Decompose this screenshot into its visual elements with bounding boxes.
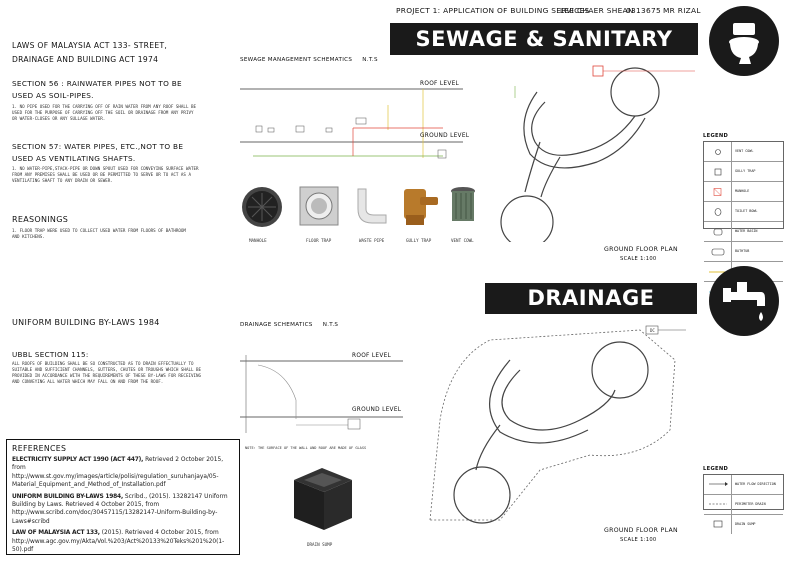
references-box: REFERENCES ELECTRICITY SUPPLY ACT 1990 (… [6, 439, 240, 555]
drain-sump-symbol [704, 515, 732, 534]
toilet-bowl-symbol [704, 202, 732, 221]
drainage-banner: DRAINAGE SYSTEM [485, 283, 697, 341]
header-lecturer: MR RIZAL [663, 6, 701, 15]
drain-chamber-label: DC [650, 328, 655, 333]
drainage-legend: WATER FLOW DIRECTION PERIMETER DRAIN DRA… [703, 474, 784, 534]
sewage-floor-plan [500, 65, 695, 242]
sewage-sec57-title: SECTION 57: WATER PIPES, ETC.,NOT TO BE … [12, 142, 184, 163]
component-label-gully-trap: GULLY TRAP [406, 238, 432, 243]
sewage-roof-level: ROOF LEVEL [420, 81, 460, 87]
legend-row-water-flow: WATER FLOW DIRECTION [704, 475, 783, 495]
faucet-icon [709, 266, 779, 336]
drainage-ubbl-title: UNIFORM BUILDING BY-LAWS 1984 [12, 318, 160, 327]
drain-sump-icon [286, 460, 360, 534]
reference-item-text: (2015). Retrieved 4 October 2015, from h… [12, 530, 225, 554]
drainage-legend-title: LEGEND [703, 466, 729, 472]
waste-pipe-icon [350, 185, 392, 229]
component-label-waste-pipe: WASTE PIPE [359, 238, 385, 243]
legend-row-gully-trap: GULLY TRAP [704, 162, 783, 182]
component-label-manhole: MANHOLE [249, 238, 267, 243]
sewage-plan-scale: SCALE 1:100 [620, 256, 657, 262]
header-project: PROJECT 1: APPLICATION OF BUILDING SERVI… [396, 6, 590, 15]
sewage-legend: VENT COWL GULLY TRAP MANHOLE TOILET BOWL… [703, 141, 784, 301]
vent-cowl-icon [448, 185, 478, 231]
legend-label: WATER BASIN [735, 228, 758, 233]
legend-label: BATHTUB [735, 248, 750, 253]
legend-label: TOILET BOWL [735, 208, 758, 213]
sewage-schematic-diagram [240, 88, 463, 159]
legend-row-perimeter-drain: PERIMETER DRAIN [704, 495, 783, 515]
legend-row-toilet-bowl: TOILET BOWL [704, 202, 783, 222]
reference-item: UNIFORM BUILDING BY-LAWS 1984, Scribd., … [12, 493, 234, 527]
drainage-schematic-title: DRAINAGE SCHEMATICS N.T.S [240, 322, 338, 328]
gully-trap-icon [398, 185, 444, 231]
sewage-reasonings-text: 1. FLOOR TRAP WERE USED TO COLLECT USED … [12, 228, 186, 239]
legend-label: VENT COWL [735, 148, 754, 153]
legend-row-manhole: MANHOLE [704, 182, 783, 202]
reference-item-text: Retrieved 2 October 2015, from http://ww… [12, 457, 224, 489]
sewage-schematic-scale: N.T.S [362, 57, 378, 63]
sewage-legend-title: LEGEND [703, 133, 729, 139]
reference-item-title: UNIFORM BUILDING BY-LAWS 1984, [12, 493, 123, 500]
sewage-ground-level: GROUND LEVEL [420, 133, 470, 139]
bathtub-symbol [704, 242, 732, 261]
gully-trap-symbol [704, 162, 732, 181]
drainage-ground-level: GROUND LEVEL [352, 407, 402, 413]
drainage-schematic-scale: N.T.S [322, 322, 339, 328]
floor-trap-icon [298, 185, 340, 227]
sewage-sec56-title: SECTION 56 : RAINWATER PIPES NOT TO BE U… [12, 79, 182, 100]
header-student-name: LEE CHAER SHEAN [560, 6, 634, 15]
sewage-schematic-title-text: SEWAGE MANAGEMENT SCHEMATICS [240, 57, 353, 63]
header-project-title: PROJECT 1: APPLICATION OF BUILDING SERVI… [396, 6, 590, 15]
drainage-sec115-text: ALL ROOFS OF BUILDING SHALL BE SO CONSTR… [12, 361, 202, 384]
vent-cowl-symbol [704, 142, 732, 161]
sewage-schematic-title: SEWAGE MANAGEMENT SCHEMATICS N.T.S [240, 57, 378, 63]
header-student-id: 0313675 [626, 6, 662, 15]
drainage-floor-plan [429, 325, 686, 524]
sewage-sec57-text: 1. NO WATER-PIPE,STACK-PIPE OR DOWN SPOU… [12, 166, 199, 183]
sewage-sec56-text: 1. NO PIPE USED FOR THE CARRYING OFF OF … [12, 104, 197, 121]
legend-label: DRAIN SUMP [735, 521, 756, 526]
reference-item: ELECTRICITY SUPPLY ACT 1990 (ACT 447), R… [12, 456, 234, 490]
legend-row-drain-sump: DRAIN SUMP [704, 515, 783, 534]
drainage-schematic-diagram [240, 355, 403, 433]
water-flow-symbol [704, 475, 732, 494]
reference-item-text: Scribd., (2015). 13282147 Uniform Buildi… [12, 493, 228, 525]
water-basin-symbol [704, 222, 732, 241]
reference-item-title: LAW OF MALAYSIA ACT 133, [12, 530, 100, 537]
toilet-icon [709, 6, 779, 76]
legend-label: MANHOLE [735, 188, 750, 193]
drainage-schematic-title-text: DRAINAGE SCHEMATICS [240, 322, 313, 328]
drainage-sec115-title: UBBL SECTION 115: [12, 350, 89, 359]
sewage-plan-title: GROUND FLOOR PLAN [604, 246, 678, 253]
sewage-reasonings-title: REASONINGS [12, 215, 69, 224]
manhole-symbol [704, 182, 732, 201]
perimeter-drain-symbol [704, 495, 732, 514]
references-title: REFERENCES [12, 444, 67, 453]
drainage-plan-title: GROUND FLOOR PLAN [604, 527, 678, 534]
drainage-note: NOTE: THE SURFACE OF THE WALL AND ROOF A… [245, 446, 367, 450]
sewage-law-title: LAWS OF MALAYSIA ACT 133- STREET, DRAINA… [12, 41, 168, 64]
component-label-floor-trap: FLOOR TRAP [306, 238, 332, 243]
sewage-banner: SEWAGE & SANITARY SYSTEM [390, 23, 698, 83]
reference-item: LAW OF MALAYSIA ACT 133, (2015). Retriev… [12, 529, 234, 554]
drainage-plan-scale: SCALE 1:100 [620, 537, 657, 543]
legend-row-vent-cowl: VENT COWL [704, 142, 783, 162]
legend-label: WATER FLOW DIRECTION [735, 481, 776, 486]
drainage-roof-level: ROOF LEVEL [352, 353, 392, 359]
legend-row-bathtub: BATHTUB [704, 242, 783, 262]
component-label-vent-cowl: VENT COWL [451, 238, 474, 243]
manhole-icon [240, 185, 284, 229]
legend-row-water-basin: WATER BASIN [704, 222, 783, 242]
reference-item-title: ELECTRICITY SUPPLY ACT 1990 (ACT 447), [12, 457, 144, 463]
drain-sump-label: DRAIN SUMP [307, 542, 333, 547]
legend-label: GULLY TRAP [735, 168, 756, 173]
legend-label: PERIMETER DRAIN [735, 501, 766, 506]
